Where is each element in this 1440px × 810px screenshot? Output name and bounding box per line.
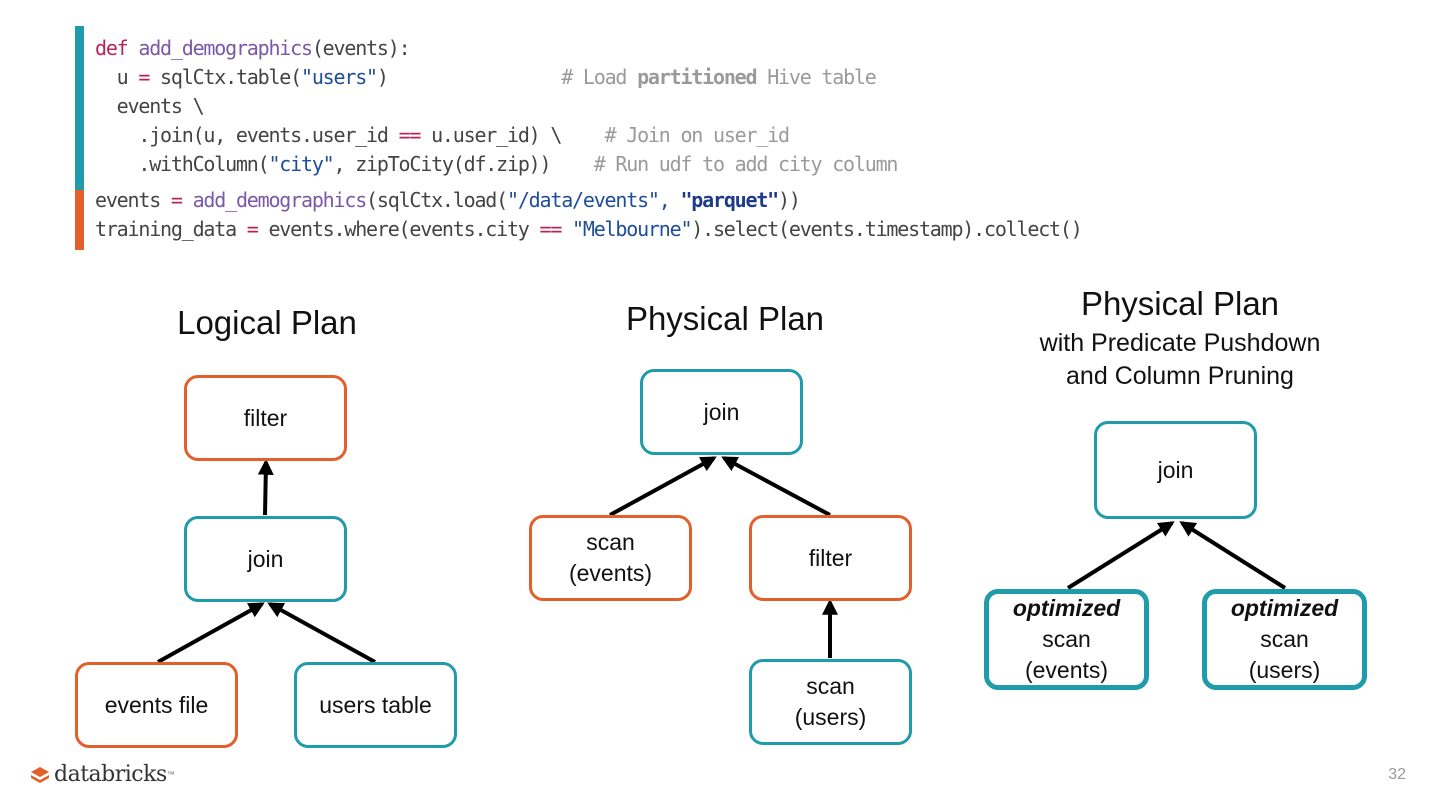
code-token: # Load (561, 65, 638, 89)
code-token: "/data/events", (506, 188, 681, 212)
events-file-node: events file (75, 662, 238, 748)
databricks-icon (31, 766, 49, 783)
code-token: # Join on user_id (604, 123, 791, 147)
code-token: u (95, 65, 139, 89)
code-token: "city" (268, 152, 334, 176)
code-accent-bar-teal (75, 26, 84, 191)
code-token: "users" (301, 65, 378, 89)
code-token: , zipToCity(df.zip)) (333, 152, 594, 176)
users-table-node: users table (294, 662, 457, 748)
code-line: .join(u, events.user_id == u.user_id) \ … (95, 123, 791, 147)
arrow-filter-to-join (721, 456, 831, 517)
code-token: ) (376, 65, 562, 89)
code-token: def (95, 36, 129, 60)
node-label: scan (1260, 626, 1309, 652)
code-token: events.where(events.city (257, 217, 540, 241)
optimized-plan-subtitle-2: and Column Pruning (1066, 362, 1294, 390)
node-label: (users) (794, 704, 867, 730)
node-label: (events) (1024, 657, 1109, 683)
code-token: = (138, 65, 150, 89)
code-function-definition: def add_demographics(events): u = sqlCtx… (95, 34, 899, 179)
optimized-plan-subtitle-1: with Predicate Pushdown (1039, 329, 1321, 357)
node-label: join (247, 545, 284, 572)
code-token: "Melbourne" (561, 217, 692, 241)
node-label: optimized (1012, 595, 1121, 621)
code-token: ).select(events.timestamp).collect() (691, 217, 1082, 241)
arrow-scan-events-to-join (609, 456, 717, 517)
code-token: (events): (311, 36, 411, 60)
code-accent-bar-orange (75, 190, 84, 250)
node-label: scan (1042, 626, 1091, 652)
code-token: add_demographics (181, 188, 368, 212)
node-label: filter (243, 404, 288, 431)
code-line: training_data = events.where(events.city… (95, 217, 1083, 241)
code-token: = (170, 188, 183, 212)
physical-plan-title: Physical Plan (625, 300, 825, 337)
code-token: = (246, 217, 259, 241)
node-label: optimized (1230, 595, 1339, 621)
code-token: (sqlCtx.load( (366, 188, 508, 212)
scan-users-node: scan (users) (749, 659, 912, 745)
optimized-join-node: join (1094, 421, 1257, 519)
node-label: join (1157, 456, 1194, 483)
code-token: == (398, 123, 422, 147)
code-token: # Run udf to add city column (593, 152, 899, 176)
code-line: u = sqlCtx.table("users") # Load partiti… (95, 65, 877, 89)
code-line: events \ (95, 94, 205, 118)
logo-text: databricks (54, 762, 167, 787)
code-token: .withColumn( (95, 152, 269, 176)
arrow-join-to-filter (257, 458, 274, 516)
arrow-users-to-join (267, 602, 376, 664)
page-number: 32 (1388, 766, 1406, 783)
node-label: events file (104, 691, 209, 718)
optimized-scan-users-node: optimized scan (users) (1202, 589, 1367, 690)
physical-join-node: join (640, 369, 803, 455)
code-token: training_data (95, 217, 247, 241)
node-label: scan (586, 529, 635, 555)
code-token: sqlCtx.table( (149, 65, 302, 89)
code-token: events (95, 188, 171, 212)
scan-events-node: scan (events) (529, 515, 692, 601)
node-label: users table (319, 691, 432, 718)
code-token: u.user_id) \ (420, 123, 605, 147)
logical-filter-node: filter (184, 375, 347, 461)
optimized-plan-title: Physical Plan (1080, 285, 1280, 322)
code-token: partitioned (637, 65, 757, 89)
physical-filter-node: filter (749, 515, 912, 601)
code-token: )) (778, 188, 801, 212)
optimized-scan-events-node: optimized scan (events) (984, 589, 1149, 690)
code-line: .withColumn("city", zipToCity(df.zip)) #… (95, 152, 899, 176)
node-label: (users) (1248, 657, 1321, 683)
arrow-events-to-join (157, 602, 265, 664)
node-label: (events) (568, 560, 653, 586)
code-token: events \ (95, 94, 205, 118)
code-token: "parquet" (680, 188, 779, 212)
code-line: events = add_demographics(sqlCtx.load("/… (95, 188, 801, 212)
logical-join-node: join (184, 516, 347, 602)
code-token: .join(u, events.user_id (95, 123, 399, 147)
arrow-opt-users-to-join (1179, 521, 1287, 590)
logical-plan-title: Logical Plan (177, 304, 357, 341)
code-line: def add_demographics(events): (95, 36, 411, 60)
code-token: add_demographics (127, 36, 313, 60)
code-token: == (539, 217, 563, 241)
code-invocation: events = add_demographics(sqlCtx.load("/… (95, 186, 1083, 244)
node-label: filter (808, 544, 853, 571)
node-label: join (703, 398, 740, 425)
arrow-opt-events-to-join (1066, 521, 1175, 590)
code-token: Hive table (756, 65, 877, 89)
node-label: scan (806, 673, 855, 699)
